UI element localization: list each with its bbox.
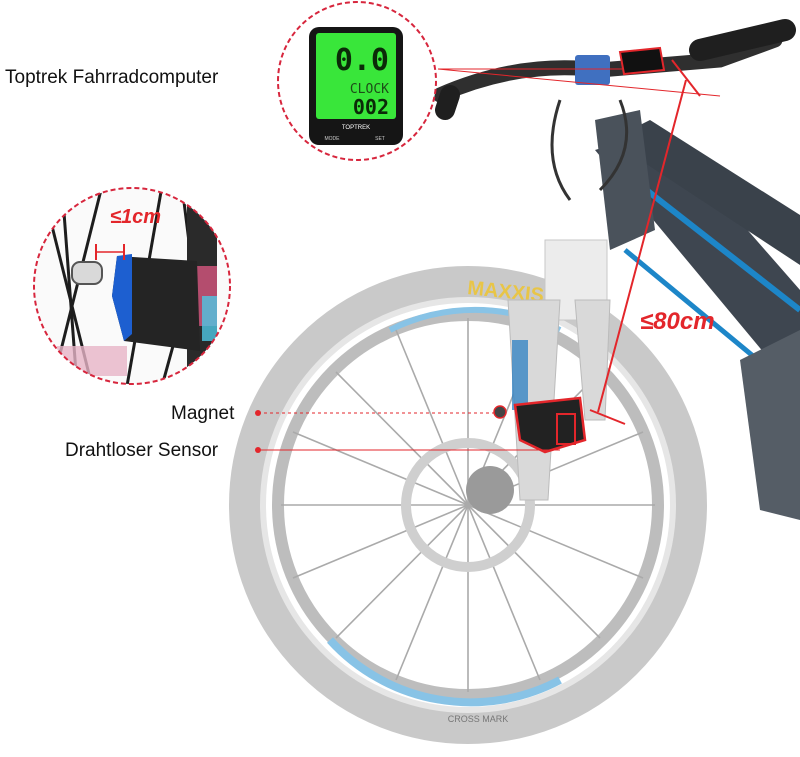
mounted-magnet (493, 405, 507, 419)
mode-button-label: MODE (325, 136, 341, 142)
mounted-computer-highlight (618, 46, 666, 76)
sensor-closeup (112, 256, 200, 351)
computer-callout-label: Toptrek Fahrradcomputer (5, 67, 219, 88)
bike-frame (595, 110, 800, 520)
distance-measurement-label: ≤80cm (640, 308, 715, 335)
lcd-speed: 0.0 (335, 43, 389, 78)
callout-dot-magnet (255, 410, 261, 416)
magnet-callout-label: Magnet (171, 403, 235, 424)
distance-measure-lines (589, 59, 701, 425)
sensor-inset (33, 187, 231, 385)
mounted-sensor (513, 396, 587, 454)
front-wheel: MAXXIS CROSS MARK (229, 266, 707, 744)
callout-dot-sensor (255, 447, 261, 453)
tire-model-text: CROSS MARK (448, 714, 509, 724)
lcd-screen (316, 33, 396, 119)
suspension-fork (507, 239, 611, 501)
set-button-label: SET (375, 136, 385, 142)
callout-lines (258, 68, 721, 451)
magnet-closeup (71, 261, 103, 285)
computer-brand: TOPTREK (342, 125, 370, 131)
computer-inset: 0.0 CLOCK 002 TOPTREK MODE SET (277, 1, 437, 161)
lcd-clock-value: 002 (353, 95, 389, 119)
handlebar (432, 19, 796, 201)
lcd-clock-label: CLOCK (350, 82, 389, 97)
sensor-callout-label: Drahtloser Sensor (65, 440, 219, 461)
gap-measurement-label: ≤1cm (110, 206, 162, 228)
